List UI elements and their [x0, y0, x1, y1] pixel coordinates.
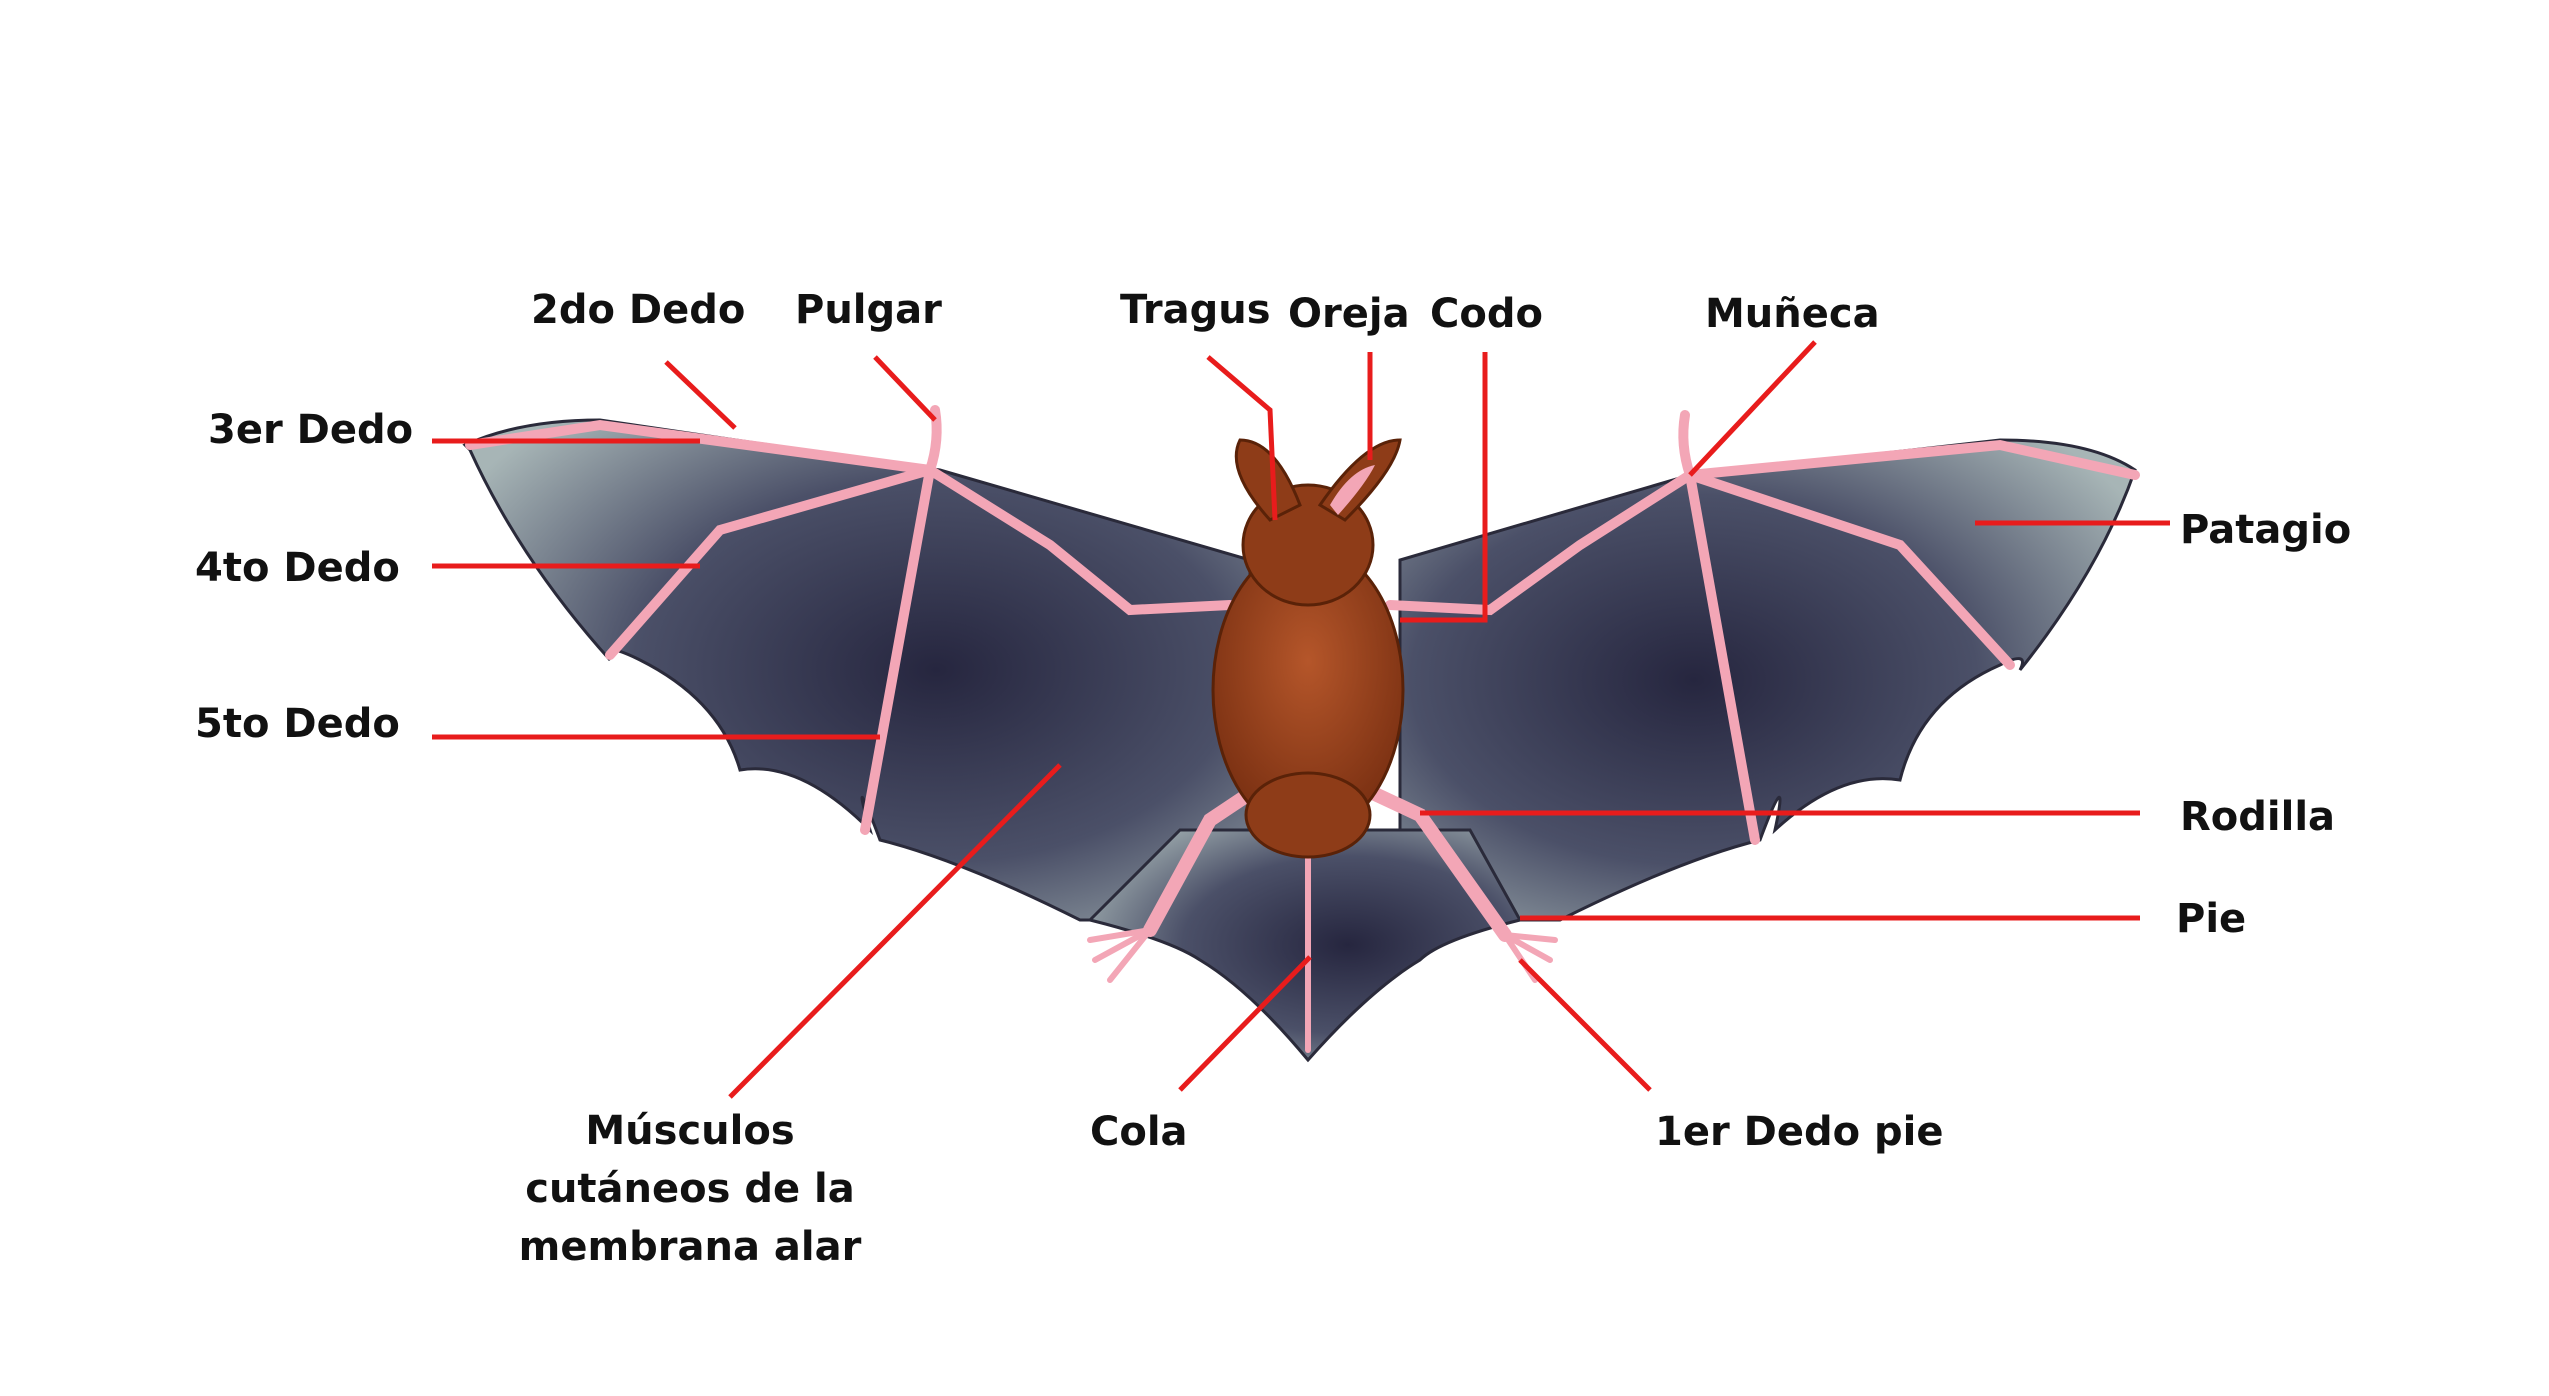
label-pulgar: Pulgar: [795, 287, 942, 333]
leader-2do-dedo: [664, 360, 737, 430]
feet: [1087, 927, 1558, 983]
label-musculos: Músculos cutáneos de la membrana alar: [518, 1108, 862, 1270]
label-3er-dedo: 3er Dedo: [208, 407, 414, 453]
label-pie: Pie: [2176, 896, 2247, 942]
label-patagio: Patagio: [2180, 507, 2352, 553]
label-4to-dedo: 4to Dedo: [195, 545, 400, 591]
leader-cola: [1178, 955, 1312, 1092]
label-rodilla: Rodilla: [2180, 794, 2336, 840]
label-muneca: Muñeca: [1705, 291, 1880, 337]
ear-inner: [1330, 465, 1375, 515]
leader-tragus: [1206, 355, 1278, 521]
bat-hip: [1244, 771, 1372, 859]
label-cola: Cola: [1090, 1109, 1188, 1155]
leader-musculos: [728, 763, 1062, 1099]
leader-codo: [1400, 352, 1488, 623]
label-1er-dedo-pie: 1er Dedo pie: [1655, 1109, 1944, 1155]
label-tragus: Tragus: [1120, 287, 1271, 333]
left-wing-bones: [465, 405, 1235, 835]
label-oreja: Oreja: [1288, 291, 1410, 337]
leader-muneca: [1688, 340, 1817, 477]
label-5to-dedo: 5to Dedo: [195, 701, 400, 747]
leader-pulgar: [873, 355, 937, 422]
left-ear: [1234, 438, 1302, 522]
label-codo: Codo: [1430, 291, 1543, 337]
right-wing-bones: [1385, 410, 2140, 845]
label-2do-dedo: 2do Dedo: [531, 287, 746, 333]
leader-1er-dedo-pie: [1518, 958, 1652, 1092]
